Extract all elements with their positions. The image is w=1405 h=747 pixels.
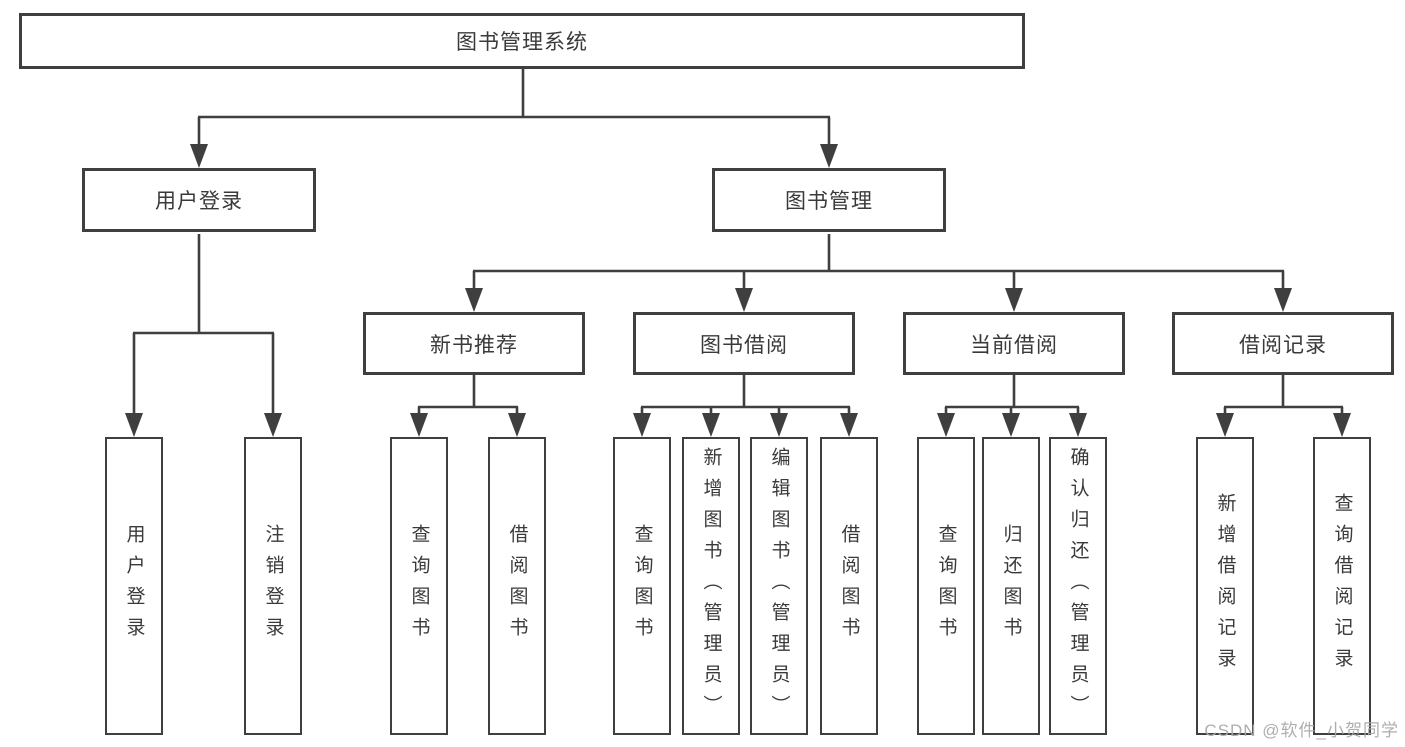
node-library-management-system: 图书管理系统: [19, 13, 1025, 69]
node-label: 借阅图书: [506, 524, 528, 648]
node-label: 查询图书: [935, 524, 957, 648]
leaf-user-login: 用户登录: [105, 437, 163, 735]
node-label: 查询借阅记录: [1331, 493, 1353, 679]
node-new-book-recommendation: 新书推荐: [363, 312, 585, 375]
node-label: 注销登录: [262, 524, 284, 648]
node-label: 当前借阅: [970, 333, 1058, 357]
node-label: 用户登录: [123, 524, 145, 648]
node-label: 图书管理系统: [456, 31, 588, 54]
node-label: 编辑图书（管理员）: [768, 446, 790, 726]
node-label: 图书借阅: [700, 333, 788, 357]
node-borrowing-records: 借阅记录: [1172, 312, 1394, 375]
leaf-query-books-borrowing: 查询图书: [613, 437, 671, 735]
node-label: 借阅记录: [1239, 333, 1327, 357]
node-label: 归还图书: [1000, 524, 1022, 648]
node-label: 用户登录: [155, 190, 243, 213]
leaf-logout: 注销登录: [244, 437, 302, 735]
leaf-query-books-newbook: 查询图书: [390, 437, 448, 735]
leaf-add-books-admin: 新增图书（管理员）: [682, 437, 740, 735]
node-label: 确认归还（管理员）: [1067, 446, 1089, 726]
leaf-return-books: 归还图书: [982, 437, 1040, 735]
node-label: 新增图书（管理员）: [700, 446, 722, 726]
node-label: 查询图书: [631, 524, 653, 648]
node-user-login: 用户登录: [82, 168, 316, 232]
leaf-borrow-books-borrowing: 借阅图书: [820, 437, 878, 735]
csdn-watermark: CSDN @软件_小贺同学: [1204, 721, 1399, 740]
node-current-borrowing: 当前借阅: [903, 312, 1125, 375]
node-book-borrowing: 图书借阅: [633, 312, 855, 375]
node-label: 图书管理: [785, 190, 873, 213]
leaf-add-borrow-record: 新增借阅记录: [1196, 437, 1254, 735]
node-label: 新增借阅记录: [1214, 493, 1236, 679]
node-book-management: 图书管理: [712, 168, 946, 232]
node-label: 借阅图书: [838, 524, 860, 648]
leaf-query-books-current: 查询图书: [917, 437, 975, 735]
leaf-confirm-return-admin: 确认归还（管理员）: [1049, 437, 1107, 735]
leaf-borrow-books-newbook: 借阅图书: [488, 437, 546, 735]
leaf-query-borrow-record: 查询借阅记录: [1313, 437, 1371, 735]
leaf-edit-books-admin: 编辑图书（管理员）: [750, 437, 808, 735]
node-label: 查询图书: [408, 524, 430, 648]
node-label: 新书推荐: [430, 333, 518, 357]
